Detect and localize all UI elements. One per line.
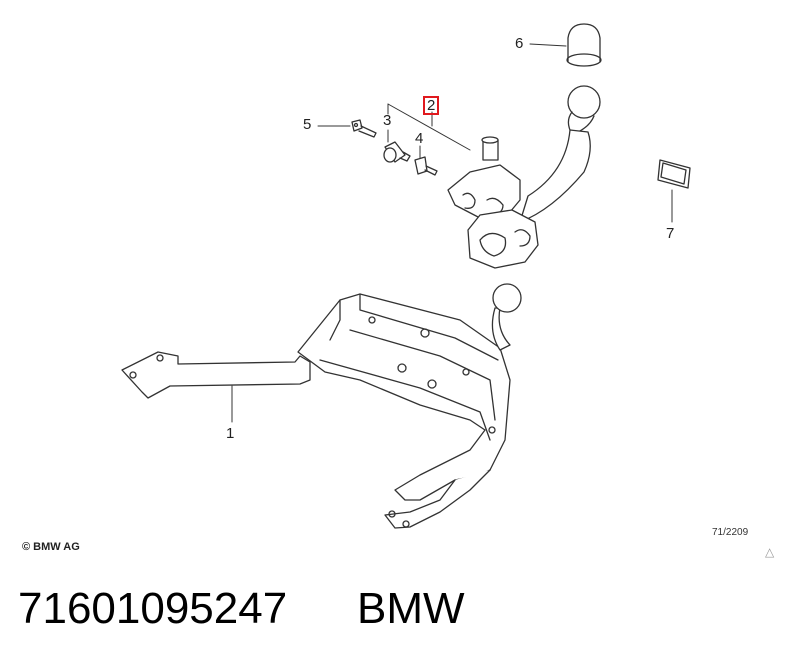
callout-7: 7	[666, 225, 675, 242]
callout-1: 1	[226, 425, 235, 442]
copyright-notice: © BMW AG	[22, 541, 80, 553]
ball-neck-drawing	[447, 85, 601, 269]
part-4-drawing	[414, 156, 438, 176]
part-number-caption: 71601095247	[18, 584, 288, 633]
callout-4: 4	[415, 130, 424, 147]
callout-6: 6	[515, 35, 524, 52]
part-3-drawing	[383, 141, 411, 163]
diagram-reference-code: 71/2209	[712, 527, 749, 538]
ball-cap-drawing	[566, 23, 602, 67]
brand-caption: BMW	[357, 584, 465, 633]
callout-2-highlighted[interactable]: 2	[423, 96, 440, 115]
warning-triangle-icon: △	[765, 545, 775, 559]
callout-5: 5	[303, 116, 312, 133]
label-plate-drawing	[657, 159, 691, 189]
frame-drawing	[121, 283, 522, 529]
callout-3: 3	[383, 112, 392, 129]
key-drawing	[351, 119, 377, 138]
